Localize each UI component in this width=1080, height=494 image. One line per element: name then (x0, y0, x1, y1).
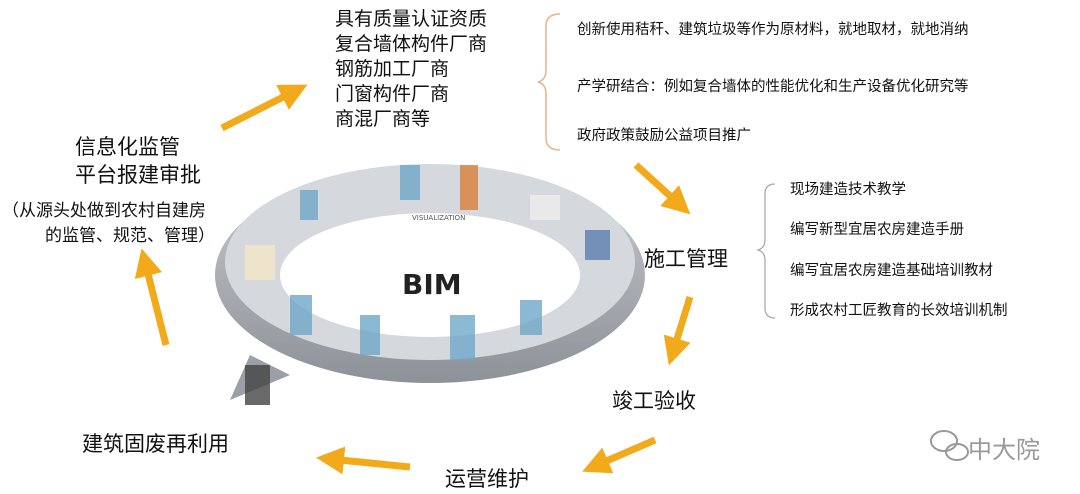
supplier-item: 商混厂商等 (335, 108, 431, 130)
supplier-item: 具有质量认证资质 (335, 8, 488, 30)
operation-stage: 运营维护 (445, 467, 529, 491)
construction-title: 施工管理 (644, 247, 728, 271)
supplier-item: 复合墙体构件厂商 (335, 33, 488, 55)
construction-note: 现场建造技术教学 (790, 182, 906, 198)
watermark: 中大院 (968, 436, 1040, 464)
materials-note: 创新使用秸秆、建筑垃圾等作为原材料，就地取材，就地消纳 (577, 22, 969, 38)
acceptance-stage: 竣工验收 (612, 389, 696, 413)
supervision-note2: 的监管、规范、管理） (45, 226, 215, 246)
supplier-item: 门窗构件厂商 (335, 83, 450, 105)
construction-note: 编写新型宜居农房建造手册 (790, 222, 964, 238)
supervision-note1: （从源头处做到农村自建房 (2, 201, 206, 221)
brace-materials (537, 13, 561, 151)
materials-note: 政府政策鼓励公益项目推广 (577, 128, 751, 144)
suppliers-list: 具有质量认证资质 复合墙体构件厂商 钢筋加工厂商 门窗构件厂商 商混厂商等 (335, 7, 487, 132)
construction-note: 编写宜居农房建造基础培训教材 (790, 263, 993, 279)
ring-label: VISUALIZATION (412, 214, 466, 222)
supervision-line2: 平台报建审批 (75, 163, 201, 187)
arrow-to-construction (633, 162, 691, 215)
arrow-to-operation (582, 436, 657, 474)
materials-note: 产学研结合：例如复合墙体的性能优化和生产设备优化研究等 (577, 79, 969, 95)
supplier-item: 钢筋加工厂商 (335, 58, 450, 80)
construction-note: 形成农村工匠教育的长效培训机制 (790, 303, 1008, 319)
bim-label: BIM (402, 268, 462, 301)
recycling-stage: 建筑固废再利用 (82, 432, 229, 456)
supervision-line1: 信息化监管 (75, 135, 180, 159)
arrow-to-suppliers (220, 84, 308, 132)
bim-ring (215, 164, 645, 405)
wechat-icon (930, 430, 969, 461)
arrow-to-acceptance (663, 295, 694, 366)
arrow-to-supervision (134, 248, 170, 346)
brace-construction (755, 183, 776, 319)
arrow-to-recycling (316, 446, 411, 475)
